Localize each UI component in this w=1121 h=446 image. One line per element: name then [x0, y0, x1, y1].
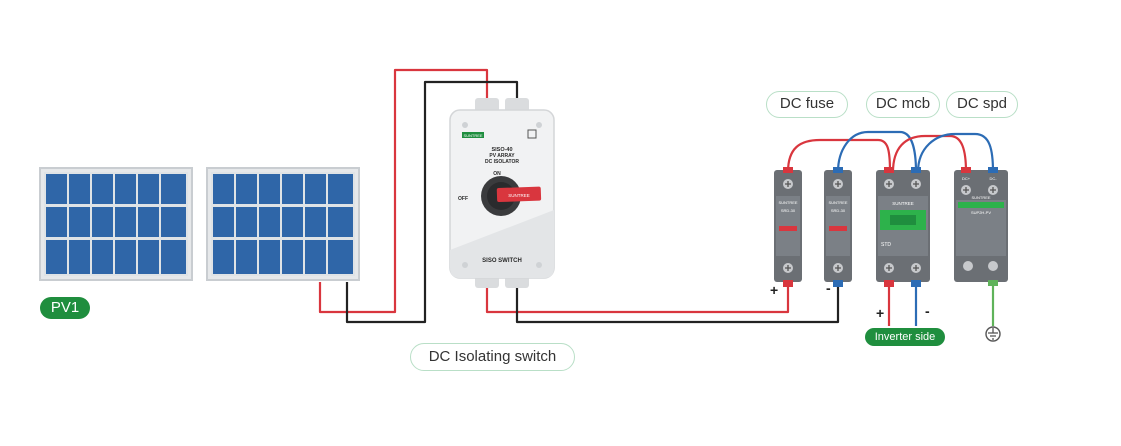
- fuse2-model-text: SRD-30: [831, 208, 846, 213]
- isolator-negative-out-wire: [515, 282, 840, 324]
- dc-isolator: [449, 98, 555, 288]
- dc-fuse-holder-negative: [824, 167, 852, 287]
- fuse-model-text: SRD-30: [781, 208, 796, 213]
- spd-terminal-plus-text: DC+: [962, 176, 971, 181]
- fuse-minus-sign: -: [826, 280, 831, 296]
- dc-mcb-label: DC mcb: [866, 91, 940, 118]
- isolator-line3-text: DC ISOLATOR: [485, 159, 519, 165]
- isolator-line2-text: PV ARRAY: [489, 153, 515, 159]
- mcb-model-text: STD: [881, 242, 891, 248]
- spd-terminal-minus-text: DC-: [989, 176, 997, 181]
- isolator-positive-out-wire: [485, 282, 790, 314]
- isolator-on-label: ON: [493, 171, 501, 177]
- isolator-model-text: SISO-40: [491, 147, 512, 153]
- inverter-side-label: Inverter side: [865, 328, 945, 346]
- isolator-knob-brand-text: SUNTREE: [508, 193, 530, 198]
- spd-model-text: SUP2H-PV: [971, 210, 991, 215]
- isolator-brand-text: SUNTREE: [463, 133, 482, 138]
- isolating-switch-label: DC Isolating switch: [410, 343, 575, 371]
- mcb-minus-sign: -: [925, 303, 930, 319]
- wires: [318, 68, 995, 326]
- dc-spd-label: DC spd: [946, 91, 1018, 118]
- mcb-to-spd-negative-wire: [916, 132, 995, 173]
- dc-fuse-label: DC fuse: [766, 91, 848, 118]
- pv-label: PV1: [40, 297, 90, 319]
- mcb-to-spd-positive-wire: [891, 134, 968, 173]
- fuse-brand-text: SUNTREE: [778, 200, 797, 205]
- mcb-plus-sign: +: [876, 305, 885, 321]
- solar-panel-2: [206, 167, 360, 281]
- isolator-bottom-label: SISO SWITCH: [482, 258, 522, 264]
- solar-panel-1: [39, 167, 193, 281]
- fuse-to-mcb-negative-wire: [836, 130, 918, 173]
- dc-spd: [954, 167, 1008, 286]
- spd-brand-text: SUNTREE: [971, 195, 990, 200]
- ground-icon: [985, 326, 1001, 342]
- dc-mcb: [876, 167, 930, 287]
- mcb-brand-text: SUNTREE: [892, 201, 914, 206]
- pv-positive-wire: [318, 68, 489, 314]
- fuse2-brand-text: SUNTREE: [828, 200, 847, 205]
- dc-fuse-holder-positive: [774, 167, 802, 287]
- fuse-plus-sign: +: [770, 282, 779, 298]
- pv-negative-wire: [345, 80, 519, 324]
- isolator-off-label: OFF: [458, 196, 468, 202]
